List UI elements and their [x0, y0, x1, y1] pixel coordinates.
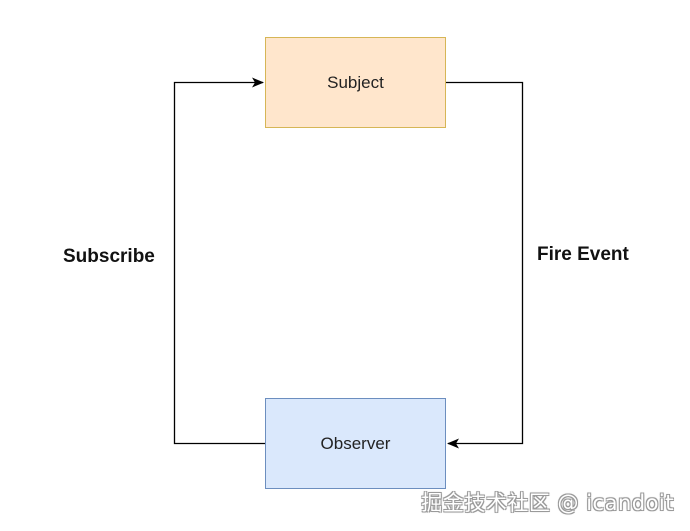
subject-label: Subject: [327, 72, 384, 92]
fire-event-edge-label: Fire Event: [537, 244, 629, 265]
observer-label: Observer: [320, 433, 391, 453]
subject-node: Subject: [265, 37, 446, 128]
subscribe-edge: [173, 77, 265, 445]
fire-event-edge: [446, 81, 524, 449]
subscribe-edge-label: Subscribe: [63, 246, 155, 267]
watermark-text: 掘金技术社区 @ icandoit: [421, 491, 674, 515]
observer-node: Observer: [265, 398, 446, 489]
